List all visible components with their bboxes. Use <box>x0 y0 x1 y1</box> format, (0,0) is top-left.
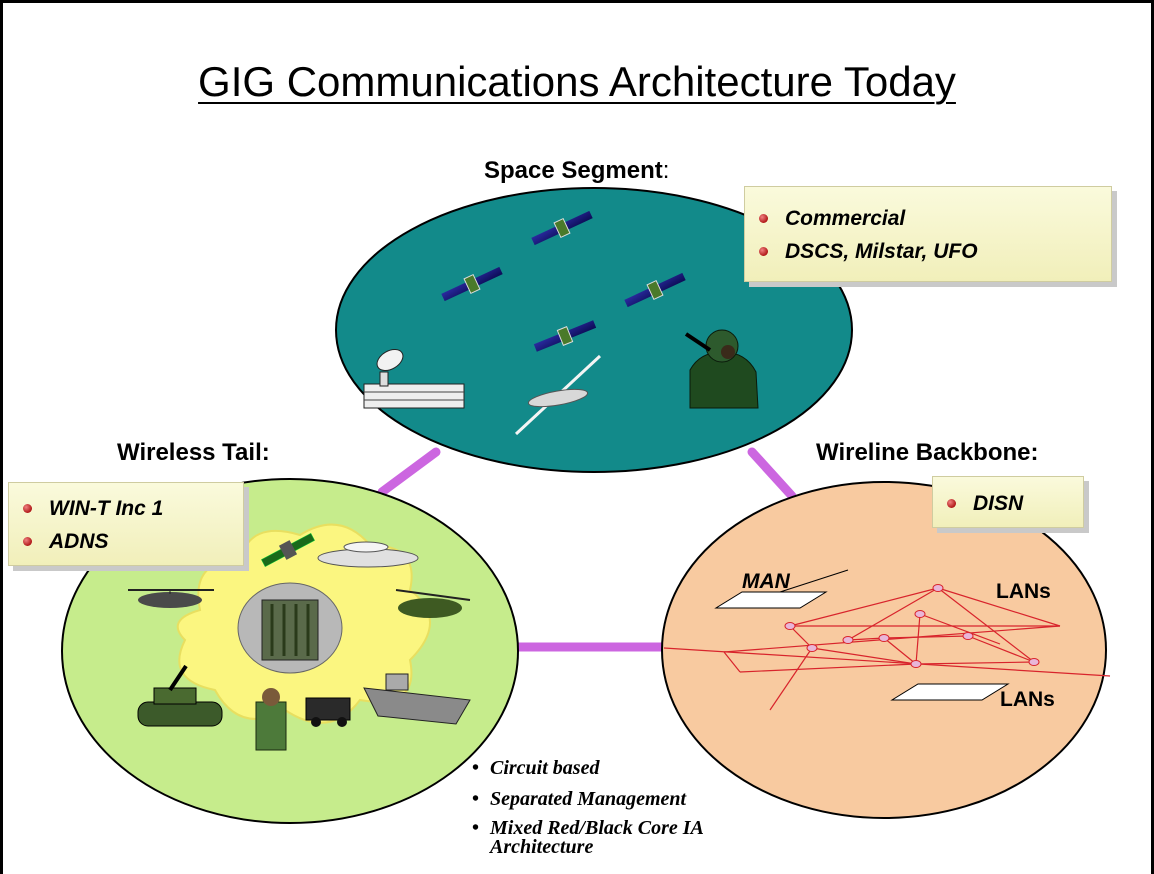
wireline-backbone-label: Wireline Backbone: <box>816 439 1039 466</box>
satellite-icon <box>624 272 686 308</box>
uav-icon <box>514 354 602 436</box>
ship-icon <box>363 673 471 725</box>
property-item: Separated Management <box>472 788 780 810</box>
wireline-backbone-callout: DISN <box>932 476 1084 528</box>
lans-plane <box>890 683 1010 701</box>
segment-links <box>377 447 797 652</box>
satellite-icon <box>531 210 593 246</box>
network-nodes <box>784 584 1040 668</box>
property-item: Mixed Red/Black Core IA Architecture <box>472 818 780 857</box>
callout-item: DISN <box>933 487 1083 520</box>
property-item: Circuit based <box>472 757 780 779</box>
soldier-icon <box>255 688 287 751</box>
man-plane <box>714 591 828 609</box>
radio-terminal-icon <box>237 582 343 674</box>
space-segment-label: Space Segment: <box>484 157 670 184</box>
wireless-tail-label: Wireless Tail: <box>117 439 270 466</box>
link-space-wireless <box>377 447 441 497</box>
callout-item: ADNS <box>9 525 243 558</box>
callout-item: DSCS, Milstar, UFO <box>745 235 1111 268</box>
helicopter-icon <box>128 589 214 608</box>
callout-item: Commercial <box>745 202 1111 235</box>
soldier-icon <box>684 329 759 409</box>
wireline-backbone-ellipse <box>661 481 1107 819</box>
aircraft-icon <box>317 541 419 568</box>
lans-label-bottom: LANs <box>1000 688 1055 711</box>
lans-label-top: LANs <box>996 580 1051 603</box>
tank-icon <box>137 664 223 727</box>
callout-item: WIN-T Inc 1 <box>9 492 243 525</box>
man-label: MAN <box>742 570 790 593</box>
satellite-icon <box>441 266 503 302</box>
satellite-icon <box>261 532 315 568</box>
wireless-tail-callout: WIN-T Inc 1 ADNS <box>8 482 244 566</box>
humvee-icon <box>305 697 351 727</box>
helicopter-icon <box>395 589 471 618</box>
backbone-network <box>663 587 1111 711</box>
ground-station-icon <box>363 349 465 409</box>
page-title: GIG Communications Architecture Today <box>198 58 956 105</box>
link-space-wireline <box>747 447 797 501</box>
satellite-icon <box>533 320 597 352</box>
space-segment-callout: Commercial DSCS, Milstar, UFO <box>744 186 1112 282</box>
properties-list: Circuit based Separated Management Mixed… <box>472 757 780 866</box>
